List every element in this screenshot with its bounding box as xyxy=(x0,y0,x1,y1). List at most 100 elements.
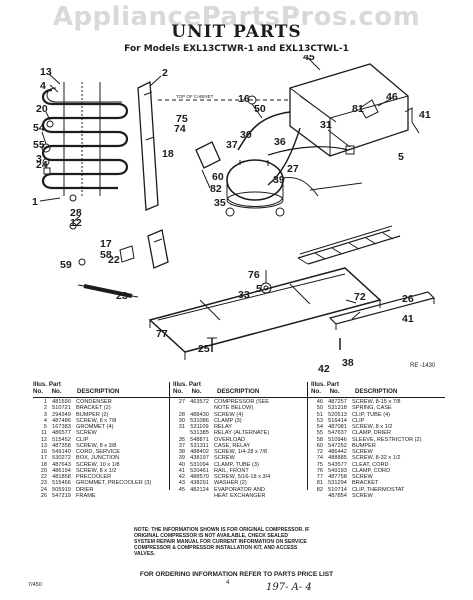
callout-label: 5 xyxy=(398,151,404,163)
callout-label: 23 xyxy=(116,290,128,302)
callout-label: 81 xyxy=(352,103,364,115)
part-description: RELAY xyxy=(214,424,232,430)
part-number: 510946 xyxy=(328,436,347,443)
part-description: SCREW, 5/16-18 x 3/4 xyxy=(214,474,271,480)
part-number: 487486 xyxy=(52,417,71,424)
callout-label: 45 xyxy=(303,55,315,63)
callout-label: 2 xyxy=(162,67,168,79)
part-description: SCREW, 8-15 x 7/8 xyxy=(352,399,401,405)
illus-number: 16 xyxy=(40,449,47,455)
illus-number: 54 xyxy=(316,424,323,430)
illus-number: 4 xyxy=(43,417,47,424)
part-number: 510721 xyxy=(52,405,71,412)
part-number: 486194 xyxy=(52,467,71,474)
part-description: CLIP xyxy=(352,417,365,424)
part-description: SCREW, 10 x 1/8 xyxy=(76,461,120,468)
table-row: 75 543577 CLEAT, CORD xyxy=(309,462,422,468)
part-number: 488885 xyxy=(328,455,347,462)
part-number: 487257 xyxy=(328,399,347,405)
part-description: CLIP, TUBE (4) xyxy=(352,411,391,418)
callout-label: 50 xyxy=(254,103,266,115)
part-description: CLEAT, CORD xyxy=(352,461,389,468)
table-header-col3: Illus. Part No. No. DESCRIPTION xyxy=(311,381,398,395)
callout-label: 54 xyxy=(33,122,45,134)
part-number: 515452 xyxy=(52,436,71,443)
part-number: 547252 xyxy=(328,442,347,449)
part-description: GROMMET, PRECOOLER (3) xyxy=(76,480,152,487)
illus-number: 38 xyxy=(178,449,185,455)
illus-number: 39 xyxy=(178,455,185,462)
table-row: NOTE BELOW) xyxy=(171,405,270,411)
part-number: 531385 xyxy=(190,430,209,437)
part-description: NOTE BELOW) xyxy=(214,405,254,412)
callout-label: 3 xyxy=(36,153,42,165)
part-number: 531318 xyxy=(328,405,347,412)
part-description: SCREW xyxy=(352,474,373,480)
callout-label: 59 xyxy=(60,259,72,271)
part-number: 510714 xyxy=(328,486,347,493)
callout-label: 41 xyxy=(402,313,414,325)
part-description: SCREW, 8 x 7/8 xyxy=(76,417,117,424)
illus-number: 50 xyxy=(316,405,323,412)
part-number: 438197 xyxy=(190,455,209,462)
illus-number: 75 xyxy=(316,461,323,468)
callout-label: 31 xyxy=(320,119,332,131)
page-title: UNIT PARTS xyxy=(171,22,302,42)
callout-label: 42 xyxy=(318,363,330,375)
watermark: AppliancePartsPros.com xyxy=(52,2,421,32)
part-number: 531311 xyxy=(190,442,209,449)
part-number: 481590 xyxy=(52,399,71,405)
table-row: 50 531318 SPRING, CASE xyxy=(309,405,422,411)
part-description: SCREW, 1/4-28 x 7/8 xyxy=(214,449,268,455)
table-row: HEAT EXCHANGER xyxy=(171,493,270,499)
part-description: BUMPER (2) xyxy=(76,411,109,418)
table-header-col1: Illus. Part No. No. DESCRIPTION xyxy=(33,381,120,395)
illus-number: 81 xyxy=(316,480,323,487)
part-number: 487854 xyxy=(328,492,347,499)
part-number: 543577 xyxy=(328,461,347,468)
part-description: SPRING, CASE xyxy=(352,405,392,412)
part-number: 531086 xyxy=(190,417,209,424)
part-description: CLIP, THERMOSTAT xyxy=(352,486,405,493)
part-number: 505919 xyxy=(52,486,71,493)
part-description: BRACKET (2) xyxy=(76,405,111,412)
part-description: SCREW xyxy=(352,492,373,499)
illus-number: 74 xyxy=(316,455,323,462)
callout-label: 55 xyxy=(33,139,45,151)
part-description: PRECOOLER xyxy=(76,474,112,480)
callout-label: 35 xyxy=(214,197,226,209)
part-description: CLAMP, DRIER xyxy=(352,430,392,437)
part-number: 515466 xyxy=(52,480,71,487)
part-number: 482124 xyxy=(190,486,209,493)
exploded-parts-diagram: 13 45 2 4 20 54 55 3 1 75 74 50 16 30 37… xyxy=(32,55,436,375)
callout-label: 82 xyxy=(210,183,222,195)
callout-label: 17 xyxy=(100,238,112,250)
illus-number: 17 xyxy=(40,455,47,462)
illus-number: 82 xyxy=(316,486,323,493)
part-description: SCREW xyxy=(352,449,373,455)
condenser-coil xyxy=(41,82,129,196)
part-number: 530272 xyxy=(52,455,71,462)
part-description: CORD, SERVICE xyxy=(76,449,121,455)
callout-label: 41 xyxy=(419,109,431,121)
part-number: 487358 xyxy=(52,442,71,449)
